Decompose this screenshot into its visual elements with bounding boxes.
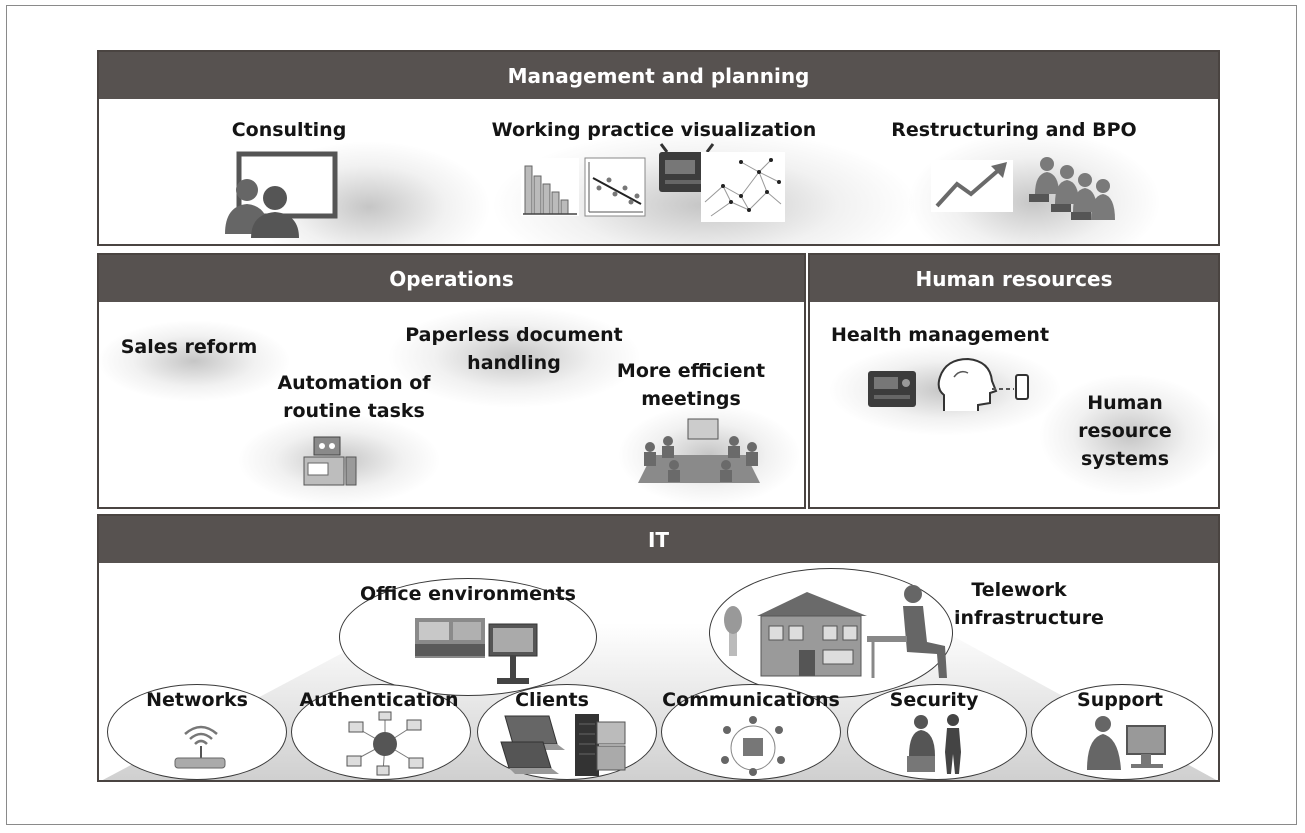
office-environments-label: Office environments [360, 583, 576, 605]
hr-systems-glow [1040, 375, 1218, 495]
hr-panel: Human resources Health management Human … [808, 253, 1220, 509]
sensor-device-icon-2 [868, 371, 916, 407]
it-header: IT [99, 516, 1218, 563]
support-person-icon [1087, 716, 1166, 770]
paperless-label-line1: Paperless document [405, 324, 623, 346]
trend-arrow-icon [931, 160, 1013, 212]
scatter-plot-icon [584, 157, 646, 217]
hr-header: Human resources [810, 255, 1218, 302]
communications-label: Communications [662, 689, 840, 711]
meetings-label-line2: meetings [641, 388, 741, 410]
paperless-label-line2: handling [467, 352, 561, 374]
authentication-label: Authentication [299, 689, 459, 711]
security-ellipse [847, 684, 1027, 780]
hr-systems-label-line3: systems [1080, 448, 1170, 470]
hr-systems-label-line1: Human [1087, 392, 1163, 414]
telework-label-line1: Telework [971, 579, 1067, 601]
restructuring-label: Restructuring and BPO [891, 119, 1137, 141]
support-label: Support [1077, 689, 1163, 711]
office-room-icon [415, 618, 538, 684]
sales-reform-label: Sales reform [120, 336, 258, 358]
sales-glow [99, 321, 289, 401]
health-management-label: Health management [830, 324, 1050, 346]
presentation-icon [225, 151, 338, 238]
meeting-room-icon [638, 418, 760, 483]
head-phone-icon [937, 357, 1029, 411]
bar-chart-icon [521, 158, 579, 216]
paperless-glow [389, 307, 639, 407]
people-network-icon [721, 716, 785, 776]
authentication-ellipse [291, 684, 471, 780]
clients-ellipse [477, 684, 657, 780]
operations-panel: Operations Sales reform Paperless docume… [97, 253, 806, 509]
meetings-label-line1: More efficient [616, 360, 766, 382]
security-people-icon [907, 714, 961, 774]
security-label: Security [889, 689, 979, 711]
wifi-router-icon [174, 725, 226, 769]
management-panel: Management and planning Consulting Worki… [97, 50, 1220, 246]
office-workers-icon [1029, 157, 1115, 220]
outer-frame [6, 5, 1297, 825]
automation-label-line1: Automation of [277, 372, 431, 394]
support-ellipse [1031, 684, 1213, 780]
hr-systems-label-line2: resource [1078, 420, 1172, 442]
it-panel: IT Office environments Telework infrastr… [97, 514, 1220, 782]
management-header: Management and planning [99, 52, 1218, 99]
house-teleworker-icon [724, 585, 947, 678]
networks-label: Networks [146, 689, 248, 711]
consulting-label: Consulting [231, 119, 347, 141]
communications-ellipse [661, 684, 841, 780]
network-graph-icon [701, 152, 785, 222]
laptop-server-icon [500, 714, 626, 776]
clients-label: Clients [515, 689, 589, 711]
visualization-label: Working practice visualization [491, 119, 817, 141]
globe-network-icon [346, 711, 424, 776]
operations-header: Operations [99, 255, 804, 302]
robot-icon [303, 436, 357, 486]
telework-label-line2: infrastructure [954, 607, 1104, 629]
